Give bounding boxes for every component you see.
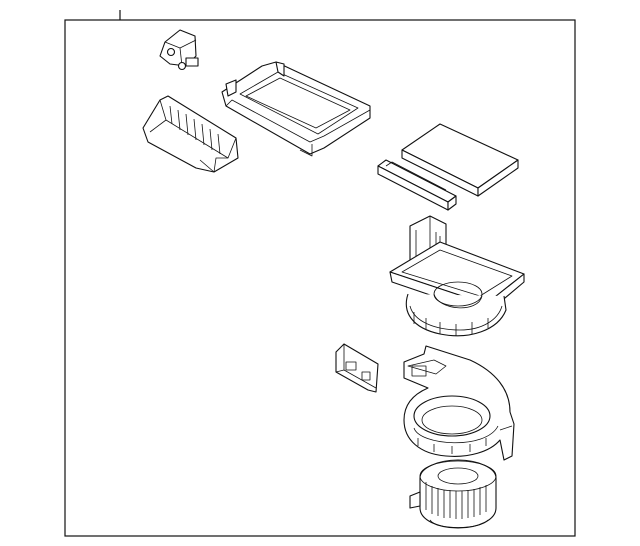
blower-upper-case-icon <box>389 215 525 337</box>
filter-housing-frame-icon <box>221 61 371 157</box>
blower-lower-case-icon <box>403 345 515 461</box>
actuator-icon <box>159 29 199 71</box>
resistor-module-icon <box>335 343 379 393</box>
filter-cover-strip-icon <box>377 159 457 211</box>
blower-motor-fan-icon <box>409 459 497 529</box>
cabin-air-filter-icon <box>401 123 519 197</box>
air-inlet-duct-icon <box>142 95 239 173</box>
